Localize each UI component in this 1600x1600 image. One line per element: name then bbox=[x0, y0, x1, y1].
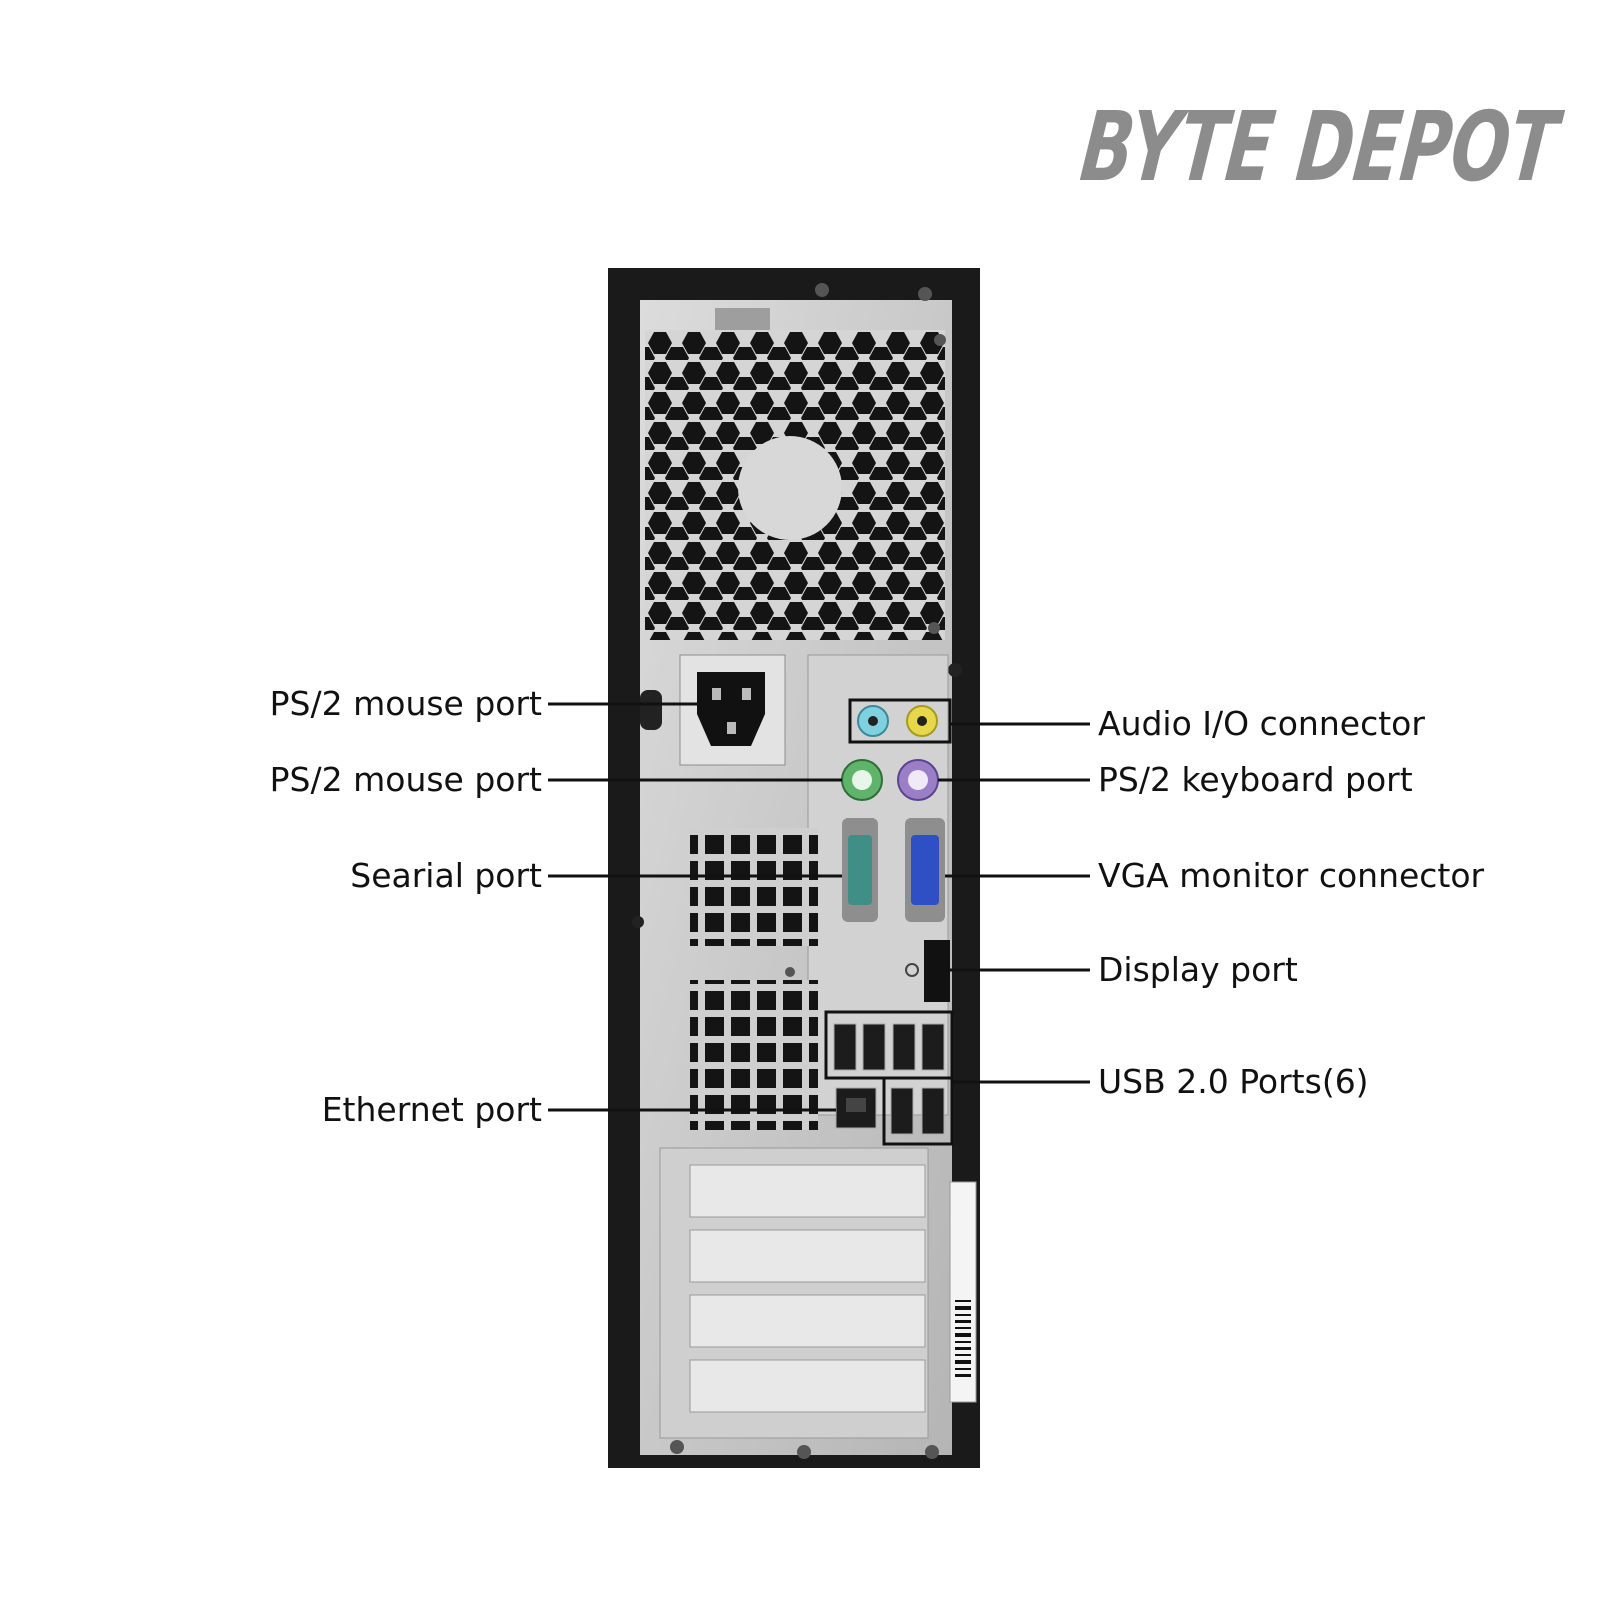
expansion-slot-cover bbox=[689, 1164, 926, 1218]
audio-bracket bbox=[848, 698, 952, 744]
psu-latch bbox=[715, 308, 770, 330]
brand-logo: BYTE DEPOT bbox=[1076, 88, 1570, 203]
screw bbox=[934, 334, 946, 346]
display-port-connector bbox=[924, 940, 950, 1002]
screw bbox=[632, 916, 644, 928]
usb-port bbox=[921, 1023, 945, 1071]
cable-loop bbox=[640, 690, 662, 730]
label-serial-port: Searial port bbox=[350, 856, 542, 895]
screw bbox=[797, 1445, 811, 1459]
brand-logo-graphic: BYTE DEPOT bbox=[1076, 91, 1567, 203]
power-pin bbox=[712, 688, 721, 700]
usb-port bbox=[921, 1087, 945, 1135]
label-ethernet-port: Ethernet port bbox=[321, 1090, 542, 1129]
expansion-slot-cover bbox=[689, 1359, 926, 1413]
screw bbox=[670, 1440, 684, 1454]
svg-text:BYTE DEPOT: BYTE DEPOT bbox=[1080, 91, 1567, 198]
leader-lines bbox=[548, 702, 1090, 1112]
label-ps2-keyboard-port: PS/2 keyboard port bbox=[1098, 760, 1413, 799]
audio-jack-hole bbox=[868, 716, 878, 726]
screw bbox=[925, 1445, 939, 1459]
ps2-port-center bbox=[852, 770, 872, 790]
label-ps2-mouse-port-2: PS/2 mouse port bbox=[269, 760, 542, 799]
screw bbox=[815, 283, 829, 297]
label-usb-ports: USB 2.0 Ports(6) bbox=[1098, 1062, 1369, 1101]
screw bbox=[785, 967, 795, 977]
usb-port bbox=[833, 1023, 857, 1071]
label-display-port: Display port bbox=[1098, 950, 1298, 989]
vga-port-connector bbox=[911, 835, 939, 905]
usb-port bbox=[890, 1087, 914, 1135]
ps2-port-center bbox=[908, 770, 928, 790]
label-ps2-mouse-port-1: PS/2 mouse port bbox=[269, 684, 542, 723]
psu-fan-hub bbox=[738, 436, 842, 540]
label-vga-monitor-connector: VGA monitor connector bbox=[1098, 856, 1485, 895]
screw bbox=[928, 622, 940, 634]
serial-port-connector bbox=[848, 835, 872, 905]
label-audio-io-connector: Audio I/O connector bbox=[1098, 704, 1425, 743]
display-port-icon bbox=[905, 963, 919, 977]
usb-port bbox=[892, 1023, 916, 1071]
usb-bracket-bottom bbox=[882, 1076, 954, 1146]
ethernet-port-contacts bbox=[846, 1098, 866, 1112]
screw bbox=[918, 287, 932, 301]
barcode-icon bbox=[955, 1300, 971, 1377]
power-socket bbox=[697, 672, 765, 746]
power-pin bbox=[742, 688, 751, 700]
vent-grid-upper bbox=[690, 828, 818, 946]
usb-port bbox=[862, 1023, 886, 1071]
barcode-label bbox=[949, 1181, 977, 1403]
vent-grid-lower bbox=[690, 980, 818, 1130]
expansion-slot-cover bbox=[689, 1294, 926, 1348]
screw bbox=[948, 663, 962, 677]
audio-jack-hole bbox=[917, 716, 927, 726]
power-pin bbox=[727, 722, 736, 734]
expansion-slot-cover bbox=[689, 1229, 926, 1283]
